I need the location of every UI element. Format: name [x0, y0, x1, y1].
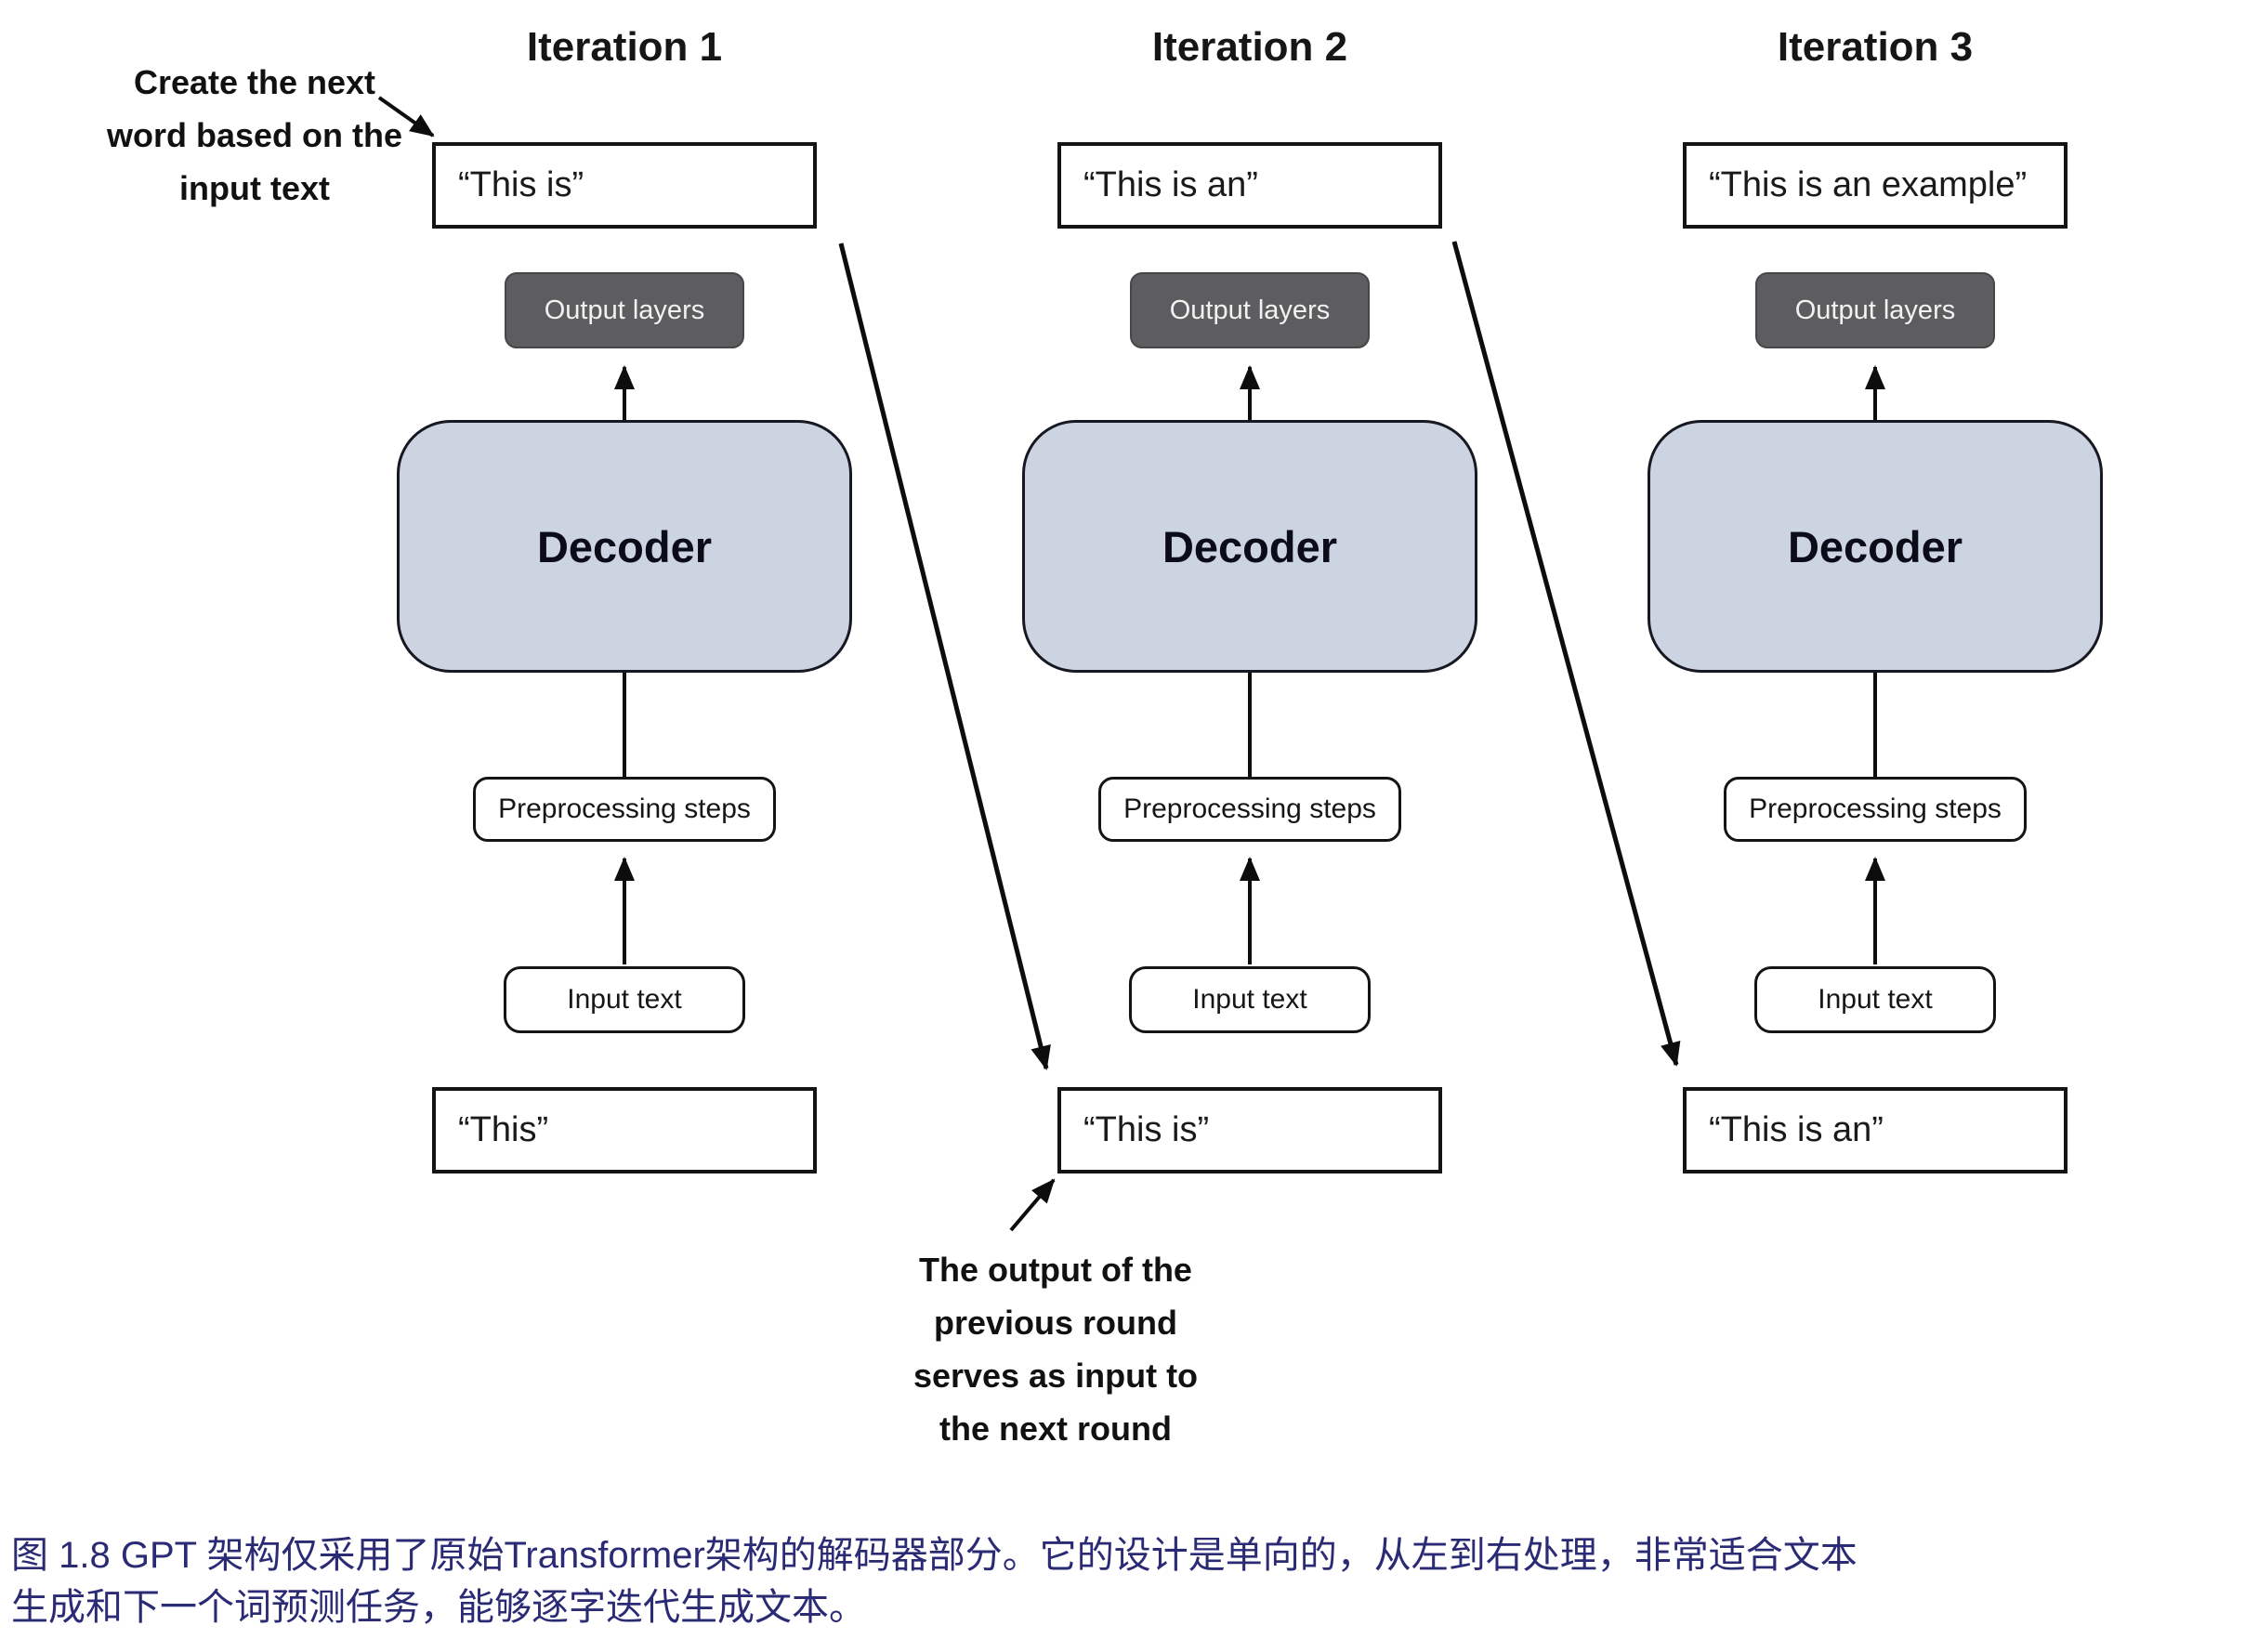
input-quote: “This is”: [1083, 1110, 1210, 1149]
iteration-3-title: Iteration 3: [1777, 24, 1974, 70]
iteration-1-input-text: Input text: [504, 966, 745, 1033]
iteration-2-output-layers: Output layers: [1130, 272, 1370, 348]
iteration-3-input-text: Input text: [1754, 966, 1996, 1033]
iteration-2-title: Iteration 2: [1151, 24, 1348, 70]
iteration-1-preprocessing-steps: Preprocessing steps: [473, 777, 776, 842]
annotation-output-serves-as-input: The output of the previous round serves …: [883, 1243, 1228, 1455]
output-quote: “This is an”: [1083, 165, 1258, 204]
iteration-1-output-text-box: “This is”: [432, 142, 817, 229]
caption-line-2: 生成和下一个词预测任务，能够逐字迭代生成文本。: [11, 1587, 866, 1628]
iteration-3-output-text-box: “This is an example”: [1683, 142, 2068, 229]
arrow-bottom-annotation-pointer: [1009, 1178, 1056, 1232]
annotation-line: input text: [179, 169, 330, 207]
iteration-3-decoder: Decoder: [1648, 420, 2103, 673]
annotation-line: the next round: [939, 1409, 1172, 1448]
iteration-1-input-quote-box: “This”: [432, 1087, 817, 1173]
figure-caption: 图 1.8 GPT 架构仅采用了原始Transformer架构的解码器部分。它的…: [11, 1529, 2251, 1633]
annotation-create-next-word: Create the next word based on the input …: [82, 56, 427, 215]
arrow-output2-to-input3: [1451, 241, 1681, 1067]
iteration-2-preprocessing-steps: Preprocessing steps: [1098, 777, 1401, 842]
annotation-line: Create the next: [133, 63, 376, 101]
iteration-3-preprocessing-steps: Preprocessing steps: [1724, 777, 2027, 842]
iteration-3-input-quote-box: “This is an”: [1683, 1087, 2068, 1173]
iteration-1-title: Iteration 1: [526, 24, 723, 70]
iteration-2-input-text: Input text: [1129, 966, 1371, 1033]
annotation-line: serves as input to: [912, 1357, 1199, 1395]
annotation-line: The output of the: [919, 1251, 1192, 1289]
arrow-output1-to-input2: [838, 243, 1051, 1070]
annotation-line: previous round: [933, 1304, 1178, 1342]
iteration-1-output-layers: Output layers: [505, 272, 744, 348]
input-quote: “This”: [458, 1110, 549, 1149]
output-quote: “This is”: [458, 165, 584, 204]
iteration-2-output-text-box: “This is an”: [1057, 142, 1442, 229]
caption-line-1: 图 1.8 GPT 架构仅采用了原始Transformer架构的解码器部分。它的…: [11, 1535, 1858, 1576]
iteration-3-output-layers: Output layers: [1755, 272, 1995, 348]
annotation-line: word based on the: [106, 116, 403, 154]
output-quote: “This is an example”: [1709, 165, 2028, 204]
input-quote: “This is an”: [1709, 1110, 1884, 1149]
iteration-2-decoder: Decoder: [1022, 420, 1477, 673]
iteration-1-decoder: Decoder: [397, 420, 852, 673]
iteration-2-input-quote-box: “This is”: [1057, 1087, 1442, 1173]
